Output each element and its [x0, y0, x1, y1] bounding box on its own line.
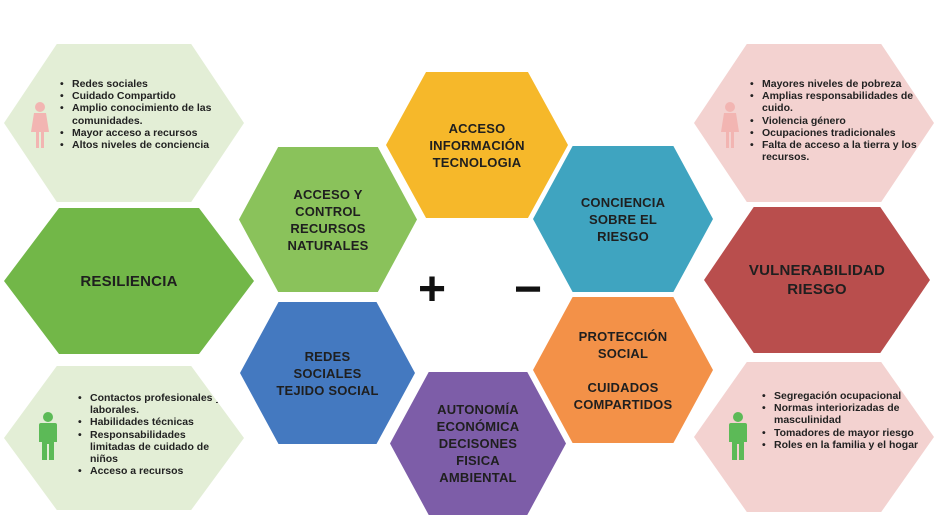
hex-vulnerabilidad: VULNERABILIDAD RIESGO — [704, 207, 930, 353]
female-person-icon — [721, 102, 739, 148]
list-item: Amplio conocimiento de las comunidades. — [60, 102, 228, 126]
list-item: Ocupaciones tradicionales — [750, 127, 922, 139]
hex-resiliencia-hombres: Contactos profesionales y laborales. Hab… — [4, 366, 244, 510]
conciencia-label: CONCIENCIA SOBRE EL RIESGO — [580, 194, 666, 244]
male-person-icon — [729, 412, 747, 460]
acceso-control-label: ACCESO Y CONTROL RECURSOS NATURALES — [287, 186, 369, 253]
redes-sociales-label: REDES SOCIALES TEJIDO SOCIAL — [276, 348, 379, 398]
list-item: Falta de acceso a la tierra y los recurs… — [750, 139, 922, 163]
list-item: Roles en la familia y el hogar — [762, 439, 930, 451]
hex-vulnerabilidad-hombres: Segregación ocupacional Normas interiori… — [694, 362, 934, 512]
resiliencia-mujeres-list: Redes sociales Cuidado Compartido Amplio… — [60, 78, 228, 151]
hex-acceso-control: ACCESO Y CONTROL RECURSOS NATURALES — [239, 147, 417, 292]
list-item: Contactos profesionales y laborales. — [78, 392, 228, 416]
hex-resiliencia: RESILIENCIA — [4, 208, 254, 354]
list-item: Tomadores de mayor riesgo — [762, 427, 930, 439]
resiliencia-hombres-list: Contactos profesionales y laborales. Hab… — [78, 392, 228, 478]
resiliencia-label: RESILIENCIA — [80, 272, 178, 290]
proteccion-label: PROTECCIÓN SOCIAL CUIDADOS COMPARTIDOS — [573, 328, 673, 412]
list-item: Cuidado Compartido — [60, 90, 228, 102]
hex-resiliencia-mujeres: Redes sociales Cuidado Compartido Amplio… — [4, 44, 244, 202]
vulnerabilidad-label: VULNERABILIDAD RIESGO — [748, 262, 886, 298]
list-item: Altos niveles de conciencia — [60, 139, 228, 151]
vulnerabilidad-mujeres-list: Mayores niveles de pobreza Amplias respo… — [750, 78, 922, 163]
male-person-icon — [39, 412, 57, 460]
plus-sign: + — [418, 263, 447, 316]
acceso-informacion-label: ACCESO INFORMACIÓN TECNOLOGIA — [429, 120, 525, 170]
list-item: Violencia género — [750, 115, 922, 127]
hex-redes-sociales: REDES SOCIALES TEJIDO SOCIAL — [240, 302, 415, 444]
autonomia-label: AUTONOMÍA ECONÓMICA DECISONES FISICA AMB… — [436, 402, 520, 485]
minus-sign: − — [514, 263, 543, 316]
list-item: Normas interiorizadas de masculinidad — [762, 402, 930, 426]
list-item: Mayor acceso a recursos — [60, 127, 228, 139]
hex-proteccion: PROTECCIÓN SOCIAL CUIDADOS COMPARTIDOS — [533, 297, 713, 443]
list-item: Amplias responsabilidades de cuido. — [750, 90, 922, 114]
list-item: Habilidades técnicas — [78, 416, 228, 428]
list-item: Responsabilidades limitadas de cuidado d… — [78, 429, 228, 466]
hex-autonomia: AUTONOMÍA ECONÓMICA DECISONES FISICA AMB… — [390, 372, 566, 515]
list-item: Mayores niveles de pobreza — [750, 78, 922, 90]
list-item: Acceso a recursos — [78, 465, 228, 477]
hex-conciencia: CONCIENCIA SOBRE EL RIESGO — [533, 146, 713, 292]
hex-vulnerabilidad-mujeres: Mayores niveles de pobreza Amplias respo… — [694, 44, 934, 202]
vulnerabilidad-hombres-list: Segregación ocupacional Normas interiori… — [762, 390, 930, 451]
hex-acceso-informacion: ACCESO INFORMACIÓN TECNOLOGIA — [386, 72, 568, 218]
female-person-icon — [31, 102, 49, 148]
list-item: Redes sociales — [60, 78, 228, 90]
list-item: Segregación ocupacional — [762, 390, 930, 402]
